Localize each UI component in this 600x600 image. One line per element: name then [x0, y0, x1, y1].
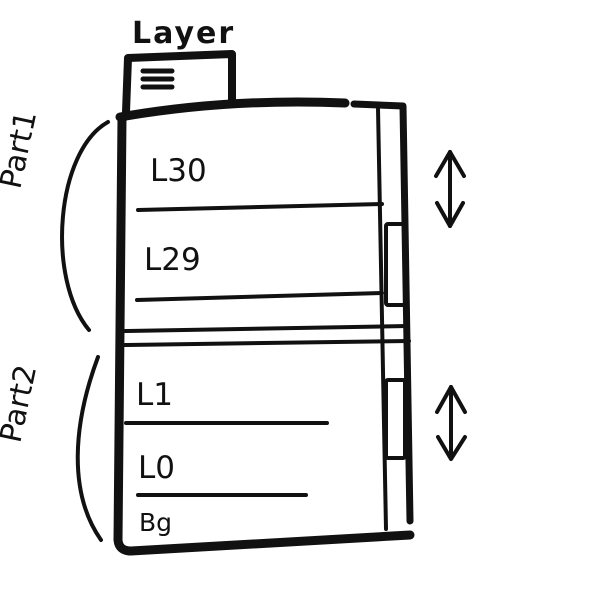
layer-label-bg: Bg: [139, 508, 172, 537]
layer-row-bg[interactable]: Bg: [139, 508, 172, 537]
group-label-part2: Part2: [0, 362, 44, 446]
layer-label-l0: L0: [138, 450, 175, 486]
layer-label-l1: L1: [136, 377, 173, 413]
part-divider: [123, 324, 411, 347]
layer-row-l29[interactable]: L29: [135, 242, 384, 302]
layer-row-l1[interactable]: L1: [124, 377, 329, 425]
part1-double-arrow-icon: [434, 150, 466, 228]
panel-menu-tab[interactable]: [122, 50, 236, 116]
layer-label-l29: L29: [144, 242, 201, 278]
part1-scrollbar[interactable]: [384, 222, 407, 307]
hamburger-menu-icon[interactable]: [140, 68, 175, 90]
group-label-part1: Part1: [0, 108, 44, 192]
part1-group[interactable]: Part1: [0, 108, 110, 332]
layer-label-l30: L30: [150, 153, 207, 189]
layer-row-separator: [136, 202, 384, 212]
part1-bracket: [60, 120, 110, 332]
part2-bracket: [75, 355, 103, 542]
panel-title: Layer: [132, 16, 235, 51]
part2-scrollbar[interactable]: [384, 378, 407, 460]
layer-row-l30[interactable]: L30: [136, 153, 384, 212]
layer-row-separator: [135, 291, 384, 302]
layer-row-l0[interactable]: L0: [136, 450, 308, 497]
layers-panel-frame: [113, 97, 415, 556]
part2-double-arrow-icon: [435, 385, 467, 461]
part2-group[interactable]: Part2: [0, 355, 103, 542]
